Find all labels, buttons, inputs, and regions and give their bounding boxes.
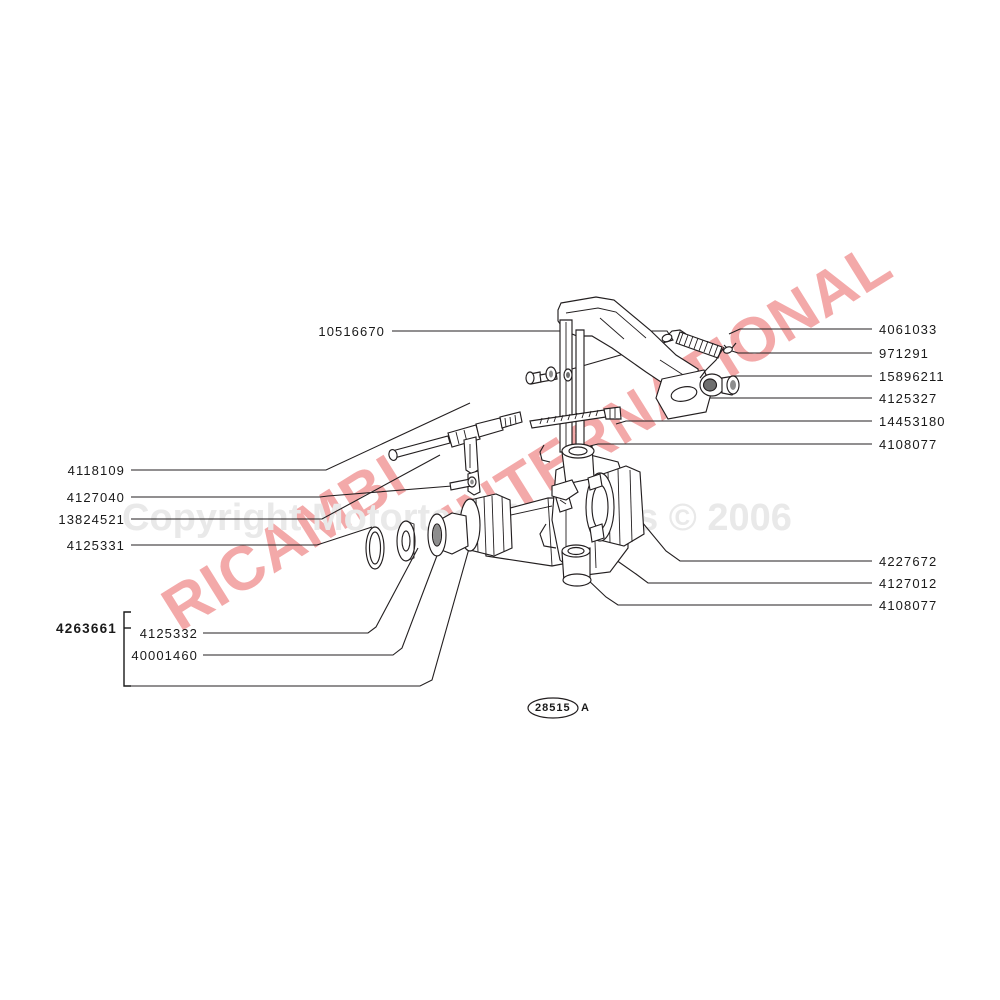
o-ring [365,526,385,570]
piston-boot [459,493,513,557]
part-label-14453180: 14453180 [879,414,946,429]
leader-lines-right-lower [585,521,872,606]
figure-code-suffix: A [581,702,590,714]
lower-collar-bushing [561,544,592,587]
bleeder-screw [449,476,477,491]
backing-washer [396,520,416,562]
group-bracket [123,611,131,687]
figure-code-oval [527,697,579,719]
part-label-13824521: 13824521 [58,512,125,527]
leader-lines-left [131,330,674,546]
part-label-4125332: 4125332 [139,626,198,641]
release-fork-yoke [539,444,579,549]
part-label-4118109: 4118109 [67,463,125,478]
part-label-4108077-upper: 4108077 [879,437,938,452]
release-bearing-hub [585,465,645,547]
part-label-4125331: 4125331 [66,538,125,553]
lever-shaft [559,319,585,456]
push-rod [529,406,622,429]
spring-anchor-rod [699,346,725,379]
part-label-15896211: 15896211 [879,369,945,384]
part-group-label-4263661: 4263661 [56,621,117,636]
clevis-rod-assembly [388,411,523,496]
part-label-4227672: 4227672 [879,554,938,569]
part-label-40001460: 40001460 [131,648,198,663]
leader-lines-group [131,544,471,687]
return-spring [661,329,737,359]
bolt-washer-set [525,366,573,385]
part-label-4127040: 4127040 [66,490,125,505]
figure-code-number: 28515 [535,702,571,714]
piston-seal-cup [427,512,469,557]
part-label-4127012: 4127012 [879,576,938,591]
part-label-4061033: 4061033 [879,322,938,337]
bolt-nut-cluster [699,373,740,397]
part-label-971291: 971291 [879,346,929,361]
part-label-4125327: 4125327 [879,391,938,406]
lever-mount-flange [655,369,713,420]
part-label-10516670: 10516670 [318,324,385,339]
part-label-4108077-lower: 4108077 [879,598,938,613]
